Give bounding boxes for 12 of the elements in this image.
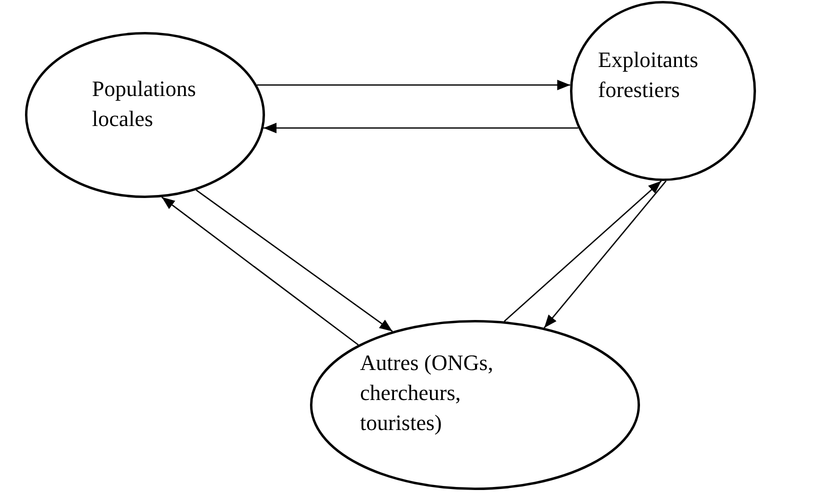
arrow: [196, 190, 393, 332]
arrow: [264, 122, 578, 134]
arrow: [544, 180, 667, 328]
ellipse-node: [310, 320, 640, 490]
node-label: Autres (ONGs, chercheurs, touristes): [360, 349, 494, 437]
arrow: [161, 196, 359, 346]
node-label: Populations locales: [92, 75, 197, 133]
ellipse-node: [570, 1, 756, 181]
node-label: Exploitants forestiers: [598, 46, 700, 104]
arrow: [504, 180, 662, 322]
arrow: [256, 80, 570, 90]
ellipse-node: [25, 32, 265, 198]
